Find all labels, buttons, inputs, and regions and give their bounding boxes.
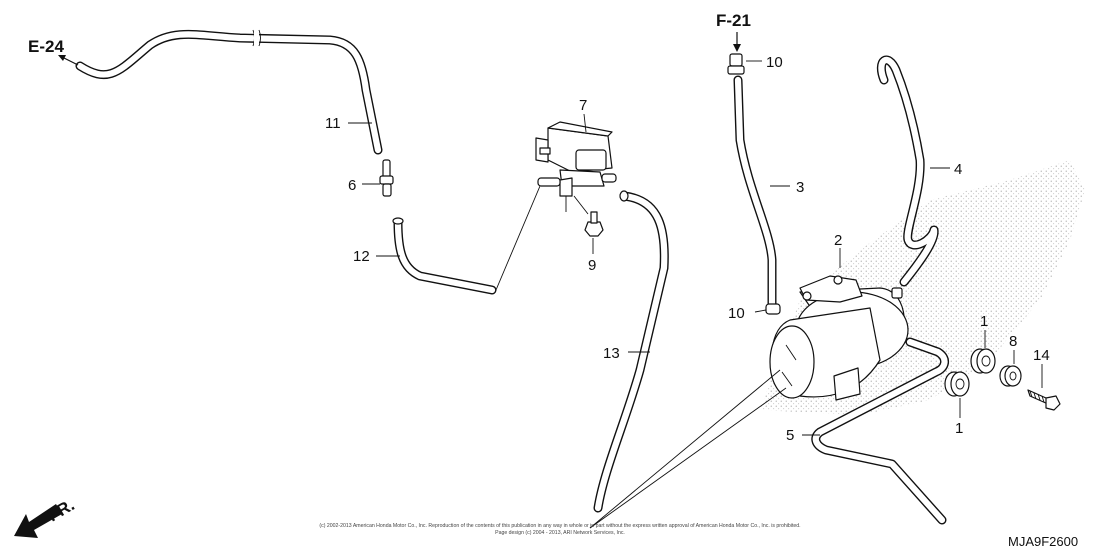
hose-12 bbox=[392, 217, 497, 295]
callout-6: 6 bbox=[348, 177, 356, 194]
hose-5 bbox=[811, 337, 949, 525]
clip-10-top bbox=[727, 53, 745, 75]
callout-numbers: 11 6 12 7 9 10 10 3 2 4 5 13 1 1 8 14 bbox=[325, 54, 1050, 444]
callout-10-bottom: 10 bbox=[728, 305, 745, 322]
front-direction-indicator: FR. bbox=[14, 495, 78, 538]
grommet-1-lower bbox=[944, 371, 970, 397]
f21-reference: F-21 bbox=[716, 11, 751, 52]
bolt-14 bbox=[1027, 389, 1061, 411]
clip-10-bottom bbox=[765, 303, 781, 315]
f21-label: F-21 bbox=[716, 11, 751, 30]
callout-7: 7 bbox=[579, 97, 587, 114]
hose-13 bbox=[593, 190, 669, 513]
copyright-line-1: (c) 2002-2013 American Honda Motor Co., … bbox=[319, 523, 800, 529]
callout-12: 12 bbox=[353, 248, 370, 265]
callout-11: 11 bbox=[325, 115, 341, 132]
callout-8: 8 bbox=[1009, 333, 1017, 350]
bolt-9 bbox=[584, 211, 604, 237]
hose-11 bbox=[75, 29, 383, 155]
fr-arrow-icon bbox=[14, 504, 62, 538]
callout-13: 13 bbox=[603, 345, 620, 362]
grommet-1-upper bbox=[970, 348, 996, 374]
callout-3: 3 bbox=[796, 179, 804, 196]
e24-label: E-24 bbox=[28, 37, 64, 56]
callout-14: 14 bbox=[1033, 347, 1050, 364]
collar-8 bbox=[999, 365, 1022, 387]
callout-10-top: 10 bbox=[766, 54, 783, 71]
callout-4: 4 bbox=[954, 161, 962, 178]
callout-1-upper: 1 bbox=[980, 313, 988, 330]
callout-9: 9 bbox=[588, 257, 596, 274]
hose-4 bbox=[876, 55, 939, 287]
copyright-line-2: Page design (c) 2004 - 2013, ARI Network… bbox=[495, 530, 625, 536]
diagram-code: MJA9F2600 bbox=[1008, 534, 1078, 549]
leader-lines bbox=[348, 60, 1043, 529]
callout-2: 2 bbox=[834, 232, 842, 249]
callout-5: 5 bbox=[786, 427, 794, 444]
hose-3 bbox=[733, 75, 777, 310]
canister-2 bbox=[769, 275, 909, 401]
solenoid-valve-7 bbox=[535, 121, 617, 215]
leader-hose12-valve bbox=[495, 185, 541, 291]
e24-reference: E-24 bbox=[28, 37, 79, 66]
joint-6 bbox=[379, 159, 394, 197]
callout-1-lower: 1 bbox=[955, 420, 963, 437]
